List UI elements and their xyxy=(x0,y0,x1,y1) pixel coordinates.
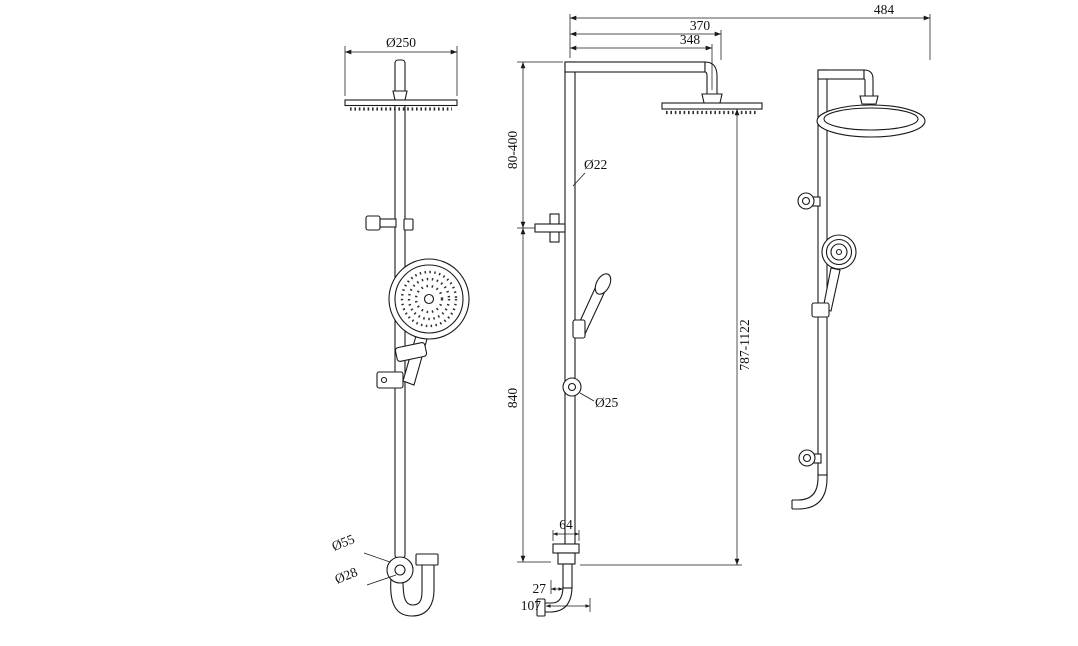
shower-arm-profile xyxy=(817,69,865,80)
dim-outlet-bottom-graphics: 27 107 xyxy=(521,580,591,613)
slider-screw-front xyxy=(380,376,388,384)
shower-arm-side xyxy=(564,61,706,73)
shower-head-connector-profile xyxy=(859,95,879,105)
hand-shower-nozzle-ring-middle xyxy=(407,277,451,321)
hand-shower-front xyxy=(376,258,470,389)
rail-slider-side: Ø25 xyxy=(562,377,618,410)
dim-arm-reach-center-label: 348 xyxy=(680,32,701,47)
dim-elbow-graphics: Ø55 Ø28 xyxy=(330,531,397,587)
hand-shower-nozzle-ring-outer xyxy=(400,270,458,328)
wall-bracket-profile xyxy=(797,192,821,210)
hand-shower-side xyxy=(572,273,612,339)
dim-head-diameter-graphics: Ø250 xyxy=(344,35,458,96)
hand-shower-holder-side xyxy=(572,319,586,339)
dim-upper-adjust-label: 80-400 xyxy=(505,131,520,169)
rail-slider-profile xyxy=(811,302,830,318)
inlet-fitting-front xyxy=(415,553,439,566)
dim-elbow-pipe-label: Ø28 xyxy=(333,564,360,587)
dim-riser-diameter-label: Ø22 xyxy=(584,157,607,172)
overhead-shower-profile xyxy=(816,104,926,138)
inlet-elbow-front xyxy=(386,553,439,617)
bottom-bracket-profile xyxy=(798,449,822,467)
hand-shower-nozzle-ring-inner xyxy=(414,284,444,314)
hand-shower-head-side xyxy=(594,273,612,295)
dim-outlet-width-label: 64 xyxy=(559,517,573,532)
dim-left-heights-graphics: 80-400 840 xyxy=(505,61,563,563)
dim-overall-height-label: 787-1122 xyxy=(737,319,752,370)
shower-head-connector-side xyxy=(701,93,723,104)
dim-head-diameter-label: Ø250 xyxy=(386,35,416,50)
outlet-assembly-side xyxy=(536,543,580,617)
shower-arm-bend-side xyxy=(704,61,718,95)
dim-outlet-depth-label: 107 xyxy=(521,598,542,613)
hand-shower-profile xyxy=(811,234,857,318)
overhead-shower-side xyxy=(661,102,763,110)
dim-arm-reach-outer-label: 370 xyxy=(690,18,711,33)
front-view: Ø250 xyxy=(330,35,470,617)
rail-slider-front xyxy=(376,371,404,389)
dim-elbow-outer-label: Ø55 xyxy=(330,531,357,554)
dim-outlet-width-graphics: 64 xyxy=(552,517,580,541)
wall-bracket-front xyxy=(365,215,414,231)
dim-riser-diameter-graphics: Ø22 xyxy=(572,157,607,187)
dim-rail-height-label: 840 xyxy=(505,388,520,409)
dim-slider-diameter-label: Ø25 xyxy=(595,395,618,410)
riser-pipe-side xyxy=(564,61,576,549)
dim-overall-width-label: 484 xyxy=(874,2,895,17)
shower-head-connector-front xyxy=(392,90,408,101)
outlet-fitting-side xyxy=(536,598,546,617)
hand-shower-holder-front xyxy=(394,342,428,362)
dim-outlet-offset-label: 27 xyxy=(533,581,547,596)
dim-overall-height-graphics: 787-1122 xyxy=(580,109,752,566)
overhead-shower-front xyxy=(344,99,458,107)
wall-bracket-side xyxy=(534,213,566,243)
shower-arm-bend-profile xyxy=(863,69,874,97)
profile-view xyxy=(791,69,926,510)
dim-top-widths-graphics: 484 370 348 xyxy=(569,2,931,90)
side-view: 484 370 348 80-400 840 Ø22 xyxy=(505,2,931,617)
inlet-bend-profile xyxy=(791,473,828,510)
riser-pipe-profile xyxy=(817,69,828,476)
